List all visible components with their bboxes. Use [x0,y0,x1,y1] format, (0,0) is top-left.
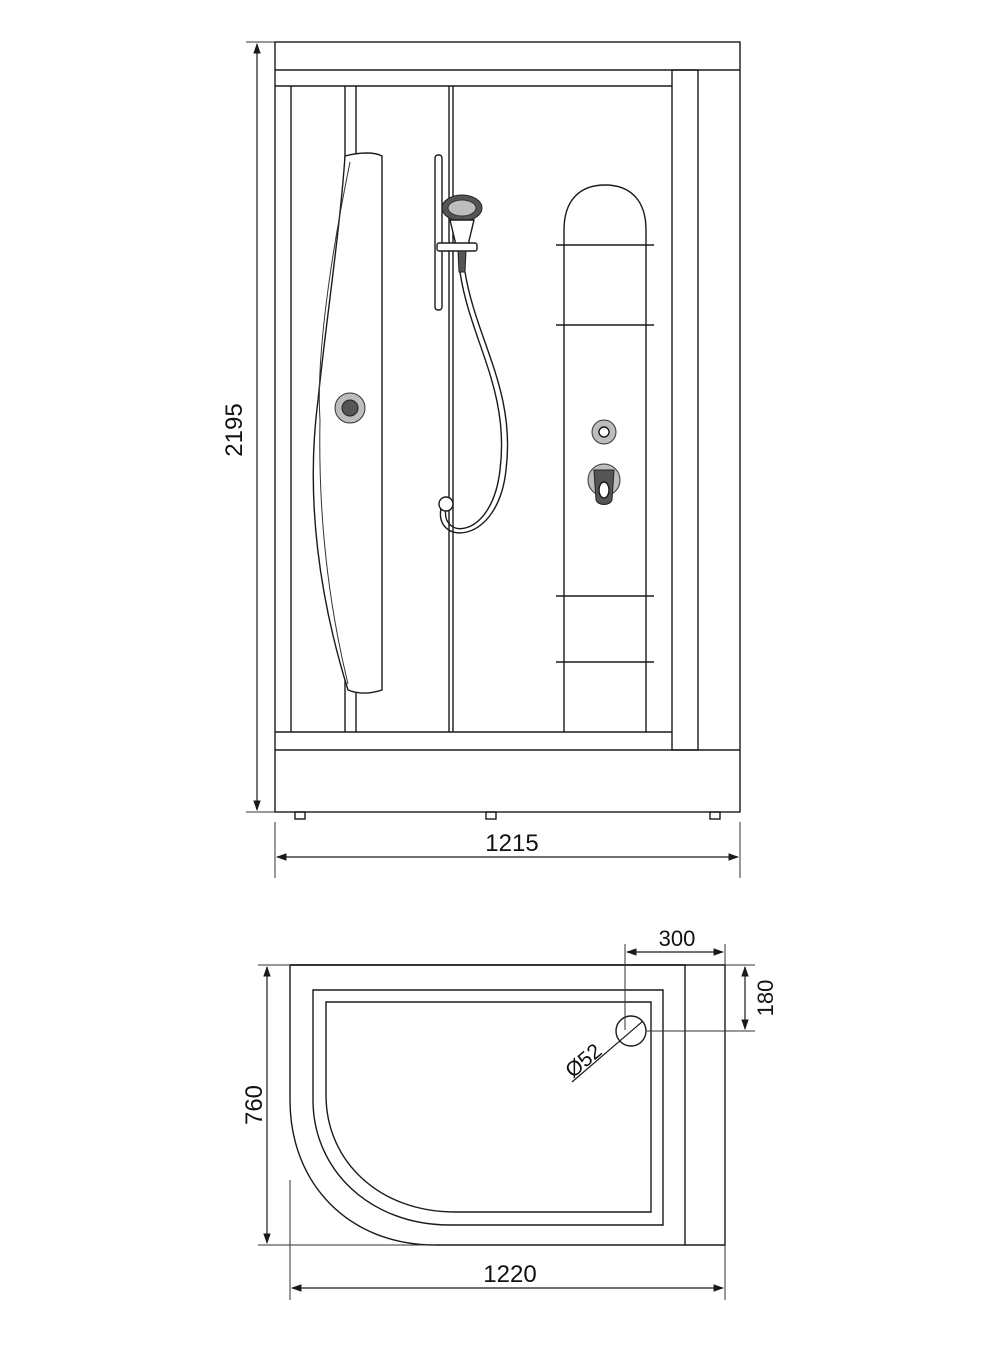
depth-label: 760 [241,1085,268,1125]
foot-right [709,811,721,820]
foot-left [294,811,306,820]
drain-x-label: 300 [659,926,696,951]
shower-hose [444,271,503,530]
diverter-knob [591,419,617,445]
drain-diameter-label: Ø52 [561,1039,606,1082]
tray-basin-rim [312,989,664,1226]
drain-y-label: 180 [753,980,778,1017]
plan-view: 300 180 Ø52 760 1220 [241,926,778,1300]
foot-center [485,811,497,820]
mixer-lever [587,463,621,505]
height-label: 2195 [221,403,248,456]
cabin-outer-frame [274,41,741,813]
hand-shower-head [436,194,483,273]
hose-connector [438,496,454,512]
back-column-arch [563,184,647,732]
front-view: 2195 1215 [221,41,741,878]
shower-slide-rail [434,154,443,311]
front-width-label: 1215 [485,830,538,857]
tray-outline [289,964,726,1246]
right-side-panel [671,69,699,751]
drain-diameter-leader [571,1020,644,1083]
plan-width-label: 1220 [483,1261,536,1288]
